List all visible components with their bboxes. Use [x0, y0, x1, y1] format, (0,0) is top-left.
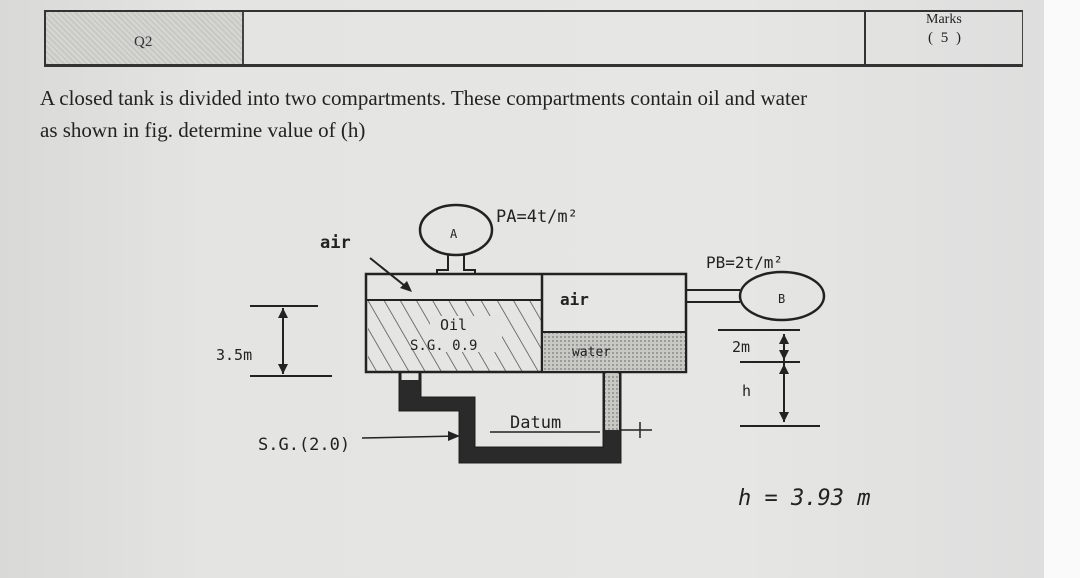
height-left-label: 3.5m — [216, 346, 252, 364]
datum-label: Datum — [510, 413, 561, 433]
gauge-b-icon — [738, 270, 826, 322]
header-table: Q2 Marks ( 5 ) — [44, 10, 1023, 67]
manometer-fluid-left — [400, 380, 420, 410]
oil-label: Oil — [440, 316, 467, 334]
oil-sg-label: S.G. 0.9 — [410, 338, 477, 354]
manometer-fluid-bottom — [474, 448, 604, 462]
question-line-1: A closed tank is divided into two compar… — [40, 86, 808, 110]
left-air-label: air — [320, 233, 351, 253]
h-label: h — [742, 382, 751, 400]
water-label: water — [572, 345, 611, 360]
tank-figure: A PA=4t/m² Oil S.G. 0.9 water air air B … — [216, 203, 870, 511]
handwritten-answer: h = 3.93 m — [738, 486, 870, 511]
question-text: A closed tank is divided into two compar… — [40, 82, 1030, 146]
question-number-cell: Q2 — [46, 12, 244, 64]
gauge-b-label: B — [778, 292, 785, 306]
right-air-label: air — [560, 290, 589, 309]
marks-cell: Marks ( 5 ) — [864, 12, 1024, 64]
page-margin-strip — [1044, 0, 1080, 578]
water-region — [543, 333, 685, 371]
manometer-sg-label: S.G.(2.0) — [258, 435, 350, 455]
gauge-a-icon — [418, 203, 494, 257]
manometer-fluid-right — [604, 430, 620, 462]
question-line-2: as shown in fig. determine value of (h) — [40, 118, 366, 142]
marks-label: Marks — [926, 12, 962, 27]
question-number: Q2 — [134, 34, 153, 50]
paper-background — [0, 0, 1046, 578]
height-right-label: 2m — [732, 338, 750, 356]
gauge-a-label: A — [450, 227, 458, 241]
pressure-b-label: PB=2t/m² — [706, 253, 783, 272]
closed-tank — [364, 272, 688, 374]
pressure-a-label: PA=4t/m² — [496, 207, 578, 227]
marks-value: ( 5 ) — [928, 30, 963, 46]
